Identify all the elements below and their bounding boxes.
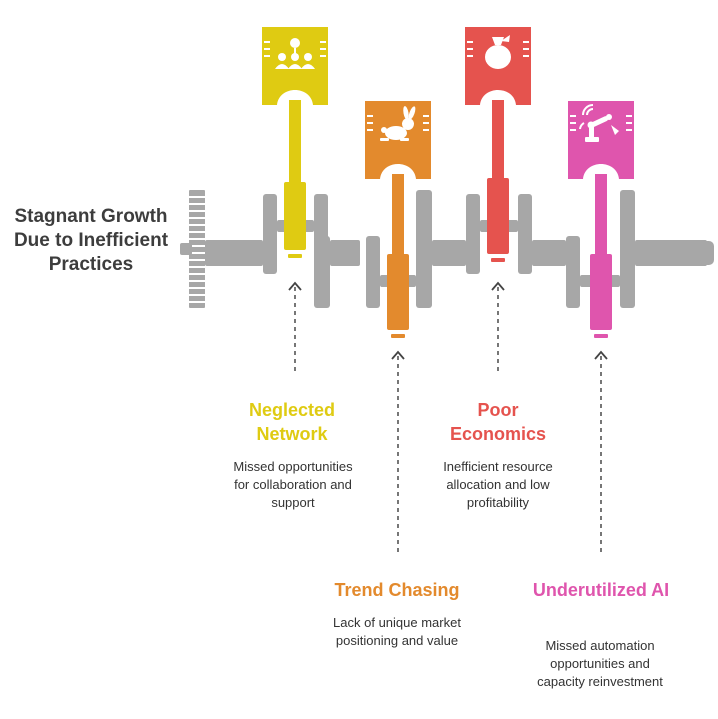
main-title: Stagnant Growth Due to Inefficient Pract… <box>13 206 169 275</box>
rod-cap <box>594 334 608 338</box>
rod-big-end <box>284 182 306 250</box>
connecting-rod <box>492 100 504 182</box>
label-underutilized-ai: Underutilized AI <box>532 580 670 600</box>
rod-cap <box>288 254 302 258</box>
robot-arm-icon <box>579 104 619 142</box>
label-poor-economics: Poor Economics <box>449 400 547 444</box>
pointer-arrow-trend-chasing <box>391 350 405 552</box>
label-trend-chasing: Trend Chasing <box>334 580 460 600</box>
connecting-rod <box>595 174 607 258</box>
network-people-icon <box>275 38 315 69</box>
desc-underutilized-ai: Missed automation opportunities and capa… <box>537 638 663 689</box>
pointer-arrow-neglected-network <box>288 281 302 372</box>
desc-neglected-network: Missed opportunities for collaboration a… <box>233 459 353 510</box>
pointer-arrow-underutilized-ai <box>594 350 608 552</box>
piston-head <box>365 101 431 179</box>
gear <box>189 190 205 308</box>
piston-trend-chasing <box>365 101 431 338</box>
crankshaft <box>180 190 714 308</box>
rod-cap <box>391 334 405 338</box>
desc-poor-economics: Inefficient resource allocation and low … <box>443 459 553 510</box>
rod-big-end <box>487 178 509 254</box>
rod-big-end <box>590 254 612 330</box>
piston-underutilized-ai <box>568 101 634 338</box>
piston-neglected-network <box>262 27 328 258</box>
piston-head <box>568 101 634 179</box>
pointer-arrow-poor-economics <box>491 281 505 372</box>
piston-poor-economics <box>465 27 531 262</box>
rod-cap <box>491 258 505 262</box>
rod-big-end <box>387 254 409 330</box>
running-rabbit-icon <box>380 106 416 141</box>
desc-trend-chasing: Lack of unique market positioning and va… <box>333 615 461 648</box>
label-neglected-network: Neglected Network <box>248 400 336 444</box>
connecting-rod <box>392 174 404 258</box>
money-bag-icon <box>485 35 511 69</box>
connecting-rod <box>289 100 301 186</box>
